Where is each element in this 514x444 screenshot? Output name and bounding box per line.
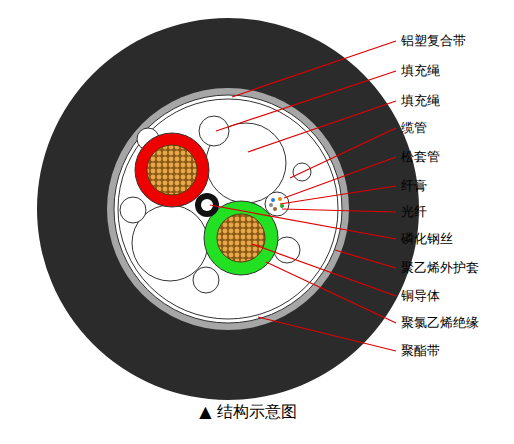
- red-insulation: [135, 133, 209, 207]
- caption: ▲ 结构示意图: [199, 402, 296, 423]
- part-label: 铝塑复合带: [401, 33, 466, 49]
- loose-tube: [265, 192, 289, 216]
- part-label: 松套管: [401, 149, 440, 165]
- outer-sheath: [37, 18, 419, 400]
- part-label: 填充绳: [401, 63, 440, 79]
- steel-wire: [195, 193, 219, 217]
- part-label: 聚乙烯外护套: [401, 260, 479, 276]
- part-label: 光纤: [401, 204, 427, 220]
- part-label: 填充绳: [401, 93, 440, 109]
- copper-conductor: [147, 145, 197, 195]
- copper-conductor: [217, 214, 265, 262]
- part-label: 磷化钢丝: [401, 231, 453, 247]
- part-label: 聚氯乙烯绝缘: [401, 315, 479, 331]
- part-label: 铜导体: [401, 288, 440, 304]
- part-label: 缆管: [401, 120, 427, 136]
- filler-ropes: [120, 116, 311, 293]
- polyester-tape: [114, 95, 342, 323]
- part-label: 纤膏: [401, 178, 427, 194]
- aluminium-tape: [107, 88, 349, 330]
- part-label: 聚酯带: [401, 343, 440, 359]
- leader-lines: [210, 41, 396, 351]
